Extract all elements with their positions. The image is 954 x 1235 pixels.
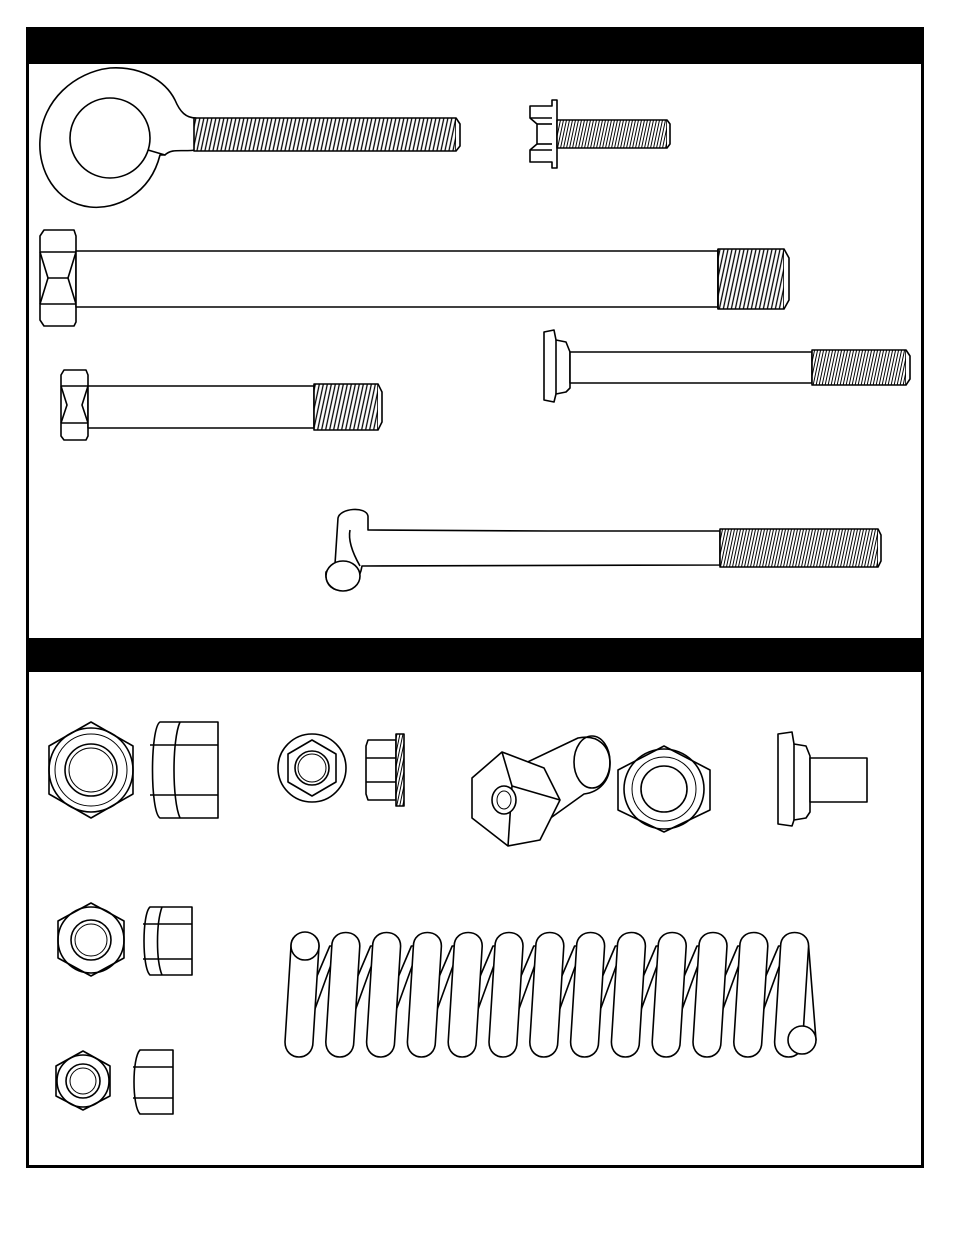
spacer (778, 732, 867, 826)
long-hex-bolt (40, 230, 789, 326)
small-lock-nut (56, 1050, 173, 1114)
spring-coil (448, 933, 482, 1058)
large-lock-nut (49, 722, 218, 818)
flange-nut (278, 734, 404, 806)
spring-coil (407, 933, 441, 1058)
short-hex-bolt (61, 370, 382, 440)
coil-spring (285, 932, 816, 1057)
spring-coil (652, 933, 686, 1058)
eye-bolt (40, 68, 460, 208)
carriage-stud (544, 330, 910, 402)
spring-coil (530, 933, 564, 1058)
spring-coil (367, 933, 401, 1058)
spring-coil (571, 933, 605, 1058)
flange-bolt (530, 100, 670, 168)
j-bolt (326, 509, 881, 591)
spring-coil (489, 933, 523, 1058)
spring-coil (734, 933, 768, 1058)
medium-lock-nut (58, 903, 192, 976)
spring-coil (693, 933, 727, 1058)
spring-coil (611, 933, 645, 1058)
hex-nut (618, 746, 710, 832)
cap-nut (472, 736, 610, 846)
spring-coil (326, 933, 360, 1058)
